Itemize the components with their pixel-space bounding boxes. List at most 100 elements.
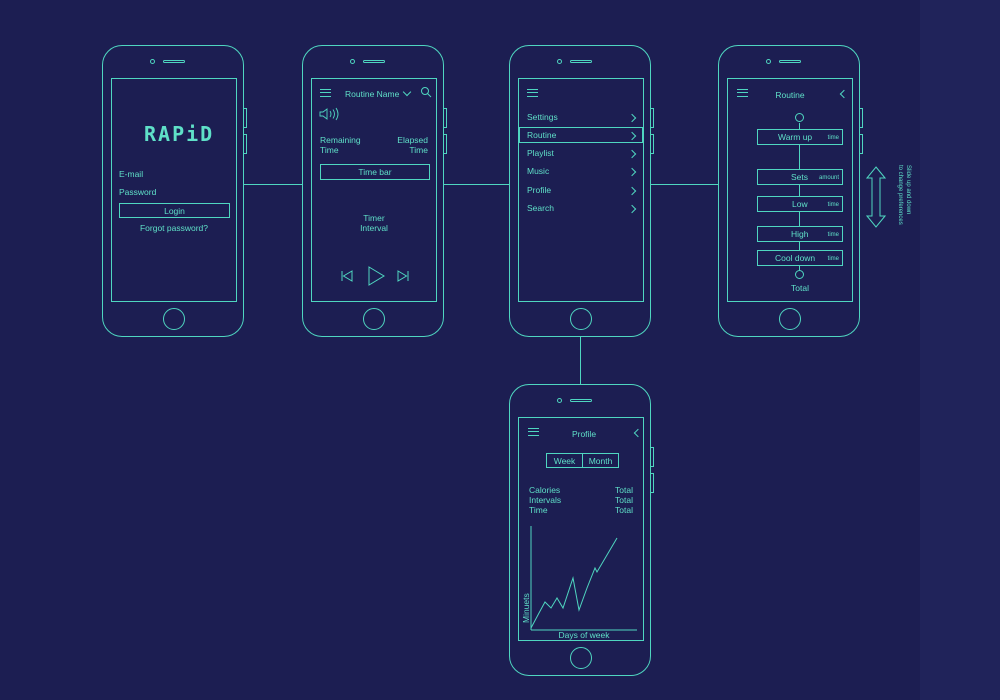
speaker [779, 60, 801, 63]
menu-item-playlist[interactable]: Playlist [519, 146, 643, 162]
menu-item-label: Music [527, 166, 550, 176]
email-field[interactable]: E-mail [119, 169, 144, 179]
menu-item-label: Routine [527, 130, 557, 140]
search-icon[interactable] [420, 86, 432, 98]
speaker [163, 60, 185, 63]
menu-item-label: Playlist [527, 148, 554, 158]
menu-item-label: Settings [527, 112, 558, 122]
step-warm-up[interactable]: Warm up time [757, 129, 843, 145]
app-logo: RAPiD [144, 122, 215, 146]
step-sets[interactable]: Sets amount [757, 169, 843, 185]
home-button [570, 647, 592, 669]
home-button [163, 308, 185, 330]
step-label: Warm up [778, 132, 813, 142]
phone-profile: Profile Week Month Calories Total Interv… [509, 384, 654, 676]
speaker-volume-icon[interactable] [319, 107, 341, 121]
time-bar[interactable]: Time bar [320, 164, 430, 180]
hamburger-menu-icon[interactable] [528, 428, 539, 436]
timer-line-1: Timer [363, 213, 385, 223]
tab-month[interactable]: Month [582, 453, 619, 468]
slide-hint: Slide up and down to change preferences [888, 165, 912, 237]
chevron-down-icon[interactable] [402, 87, 412, 97]
camera [557, 398, 562, 403]
routine-name-title[interactable]: Routine Name [345, 89, 400, 99]
menu-item-search[interactable]: Search [519, 201, 643, 217]
play-icon[interactable] [366, 265, 386, 287]
routine-total: Total [791, 283, 809, 293]
tab-month-label: Month [588, 456, 613, 466]
menu-item-label: Profile [527, 185, 552, 195]
remaining-line-2: Time [320, 145, 339, 155]
chevron-right-icon [627, 167, 637, 177]
login-screen: RAPiD E-mail Password Login Forgot passw… [111, 78, 237, 302]
remaining-line-1: Remaining [320, 135, 361, 145]
elapsed-time-label: Elapsed Time [397, 135, 428, 155]
profile-screen: Profile Week Month Calories Total Interv… [518, 417, 644, 641]
timer-interval-label: Timer Interval [312, 213, 436, 233]
stat-intervals-value: Total [615, 495, 633, 505]
forgot-password-link[interactable]: Forgot password? [139, 223, 209, 233]
step-tag: time [827, 135, 839, 141]
player-screen: Routine Name Remaining Time Elapsed Time [311, 78, 437, 302]
remaining-time-label: Remaining Time [320, 135, 361, 155]
step-low[interactable]: Low time [757, 196, 843, 212]
connector-login-player [244, 184, 303, 185]
step-tag: time [827, 202, 839, 208]
step-label: Cool down [775, 253, 816, 263]
menu-item-routine[interactable]: Routine [519, 127, 643, 143]
chevron-right-icon [627, 131, 637, 141]
elapsed-line-1: Elapsed [397, 135, 428, 145]
minutes-chart [530, 526, 637, 631]
timeline-end-node [795, 270, 804, 279]
step-tag: time [827, 232, 839, 238]
skip-previous-icon[interactable] [340, 269, 354, 283]
timer-line-2: Interval [360, 223, 388, 233]
hamburger-menu-icon[interactable] [320, 89, 331, 97]
skip-next-icon[interactable] [396, 269, 410, 283]
slide-hint-line-1: Slide up and down [905, 165, 911, 215]
phone-routine: Routine Warm up time Sets amount Low tim… [718, 45, 863, 337]
side-button [444, 134, 447, 154]
hamburger-menu-icon[interactable] [737, 89, 748, 97]
side-button [244, 108, 247, 128]
routine-screen: Routine Warm up time Sets amount Low tim… [727, 78, 853, 302]
camera [557, 59, 562, 64]
time-bar-label: Time bar [358, 167, 392, 177]
menu-item-settings[interactable]: Settings [519, 109, 643, 125]
hamburger-menu-icon[interactable] [527, 89, 538, 97]
profile-title: Profile [571, 429, 597, 439]
tab-week[interactable]: Week [546, 453, 583, 468]
x-axis-label: Days of week [558, 630, 610, 640]
stat-intervals: Intervals [529, 495, 562, 505]
menu-screen: Settings Routine Playlist Music Profile … [518, 78, 644, 302]
side-button [860, 108, 863, 128]
timeline-start-node [795, 113, 804, 122]
phone-menu: Settings Routine Playlist Music Profile … [509, 45, 654, 337]
side-button [444, 108, 447, 128]
password-field[interactable]: Password [119, 187, 157, 197]
menu-item-music[interactable]: Music [519, 164, 643, 180]
menu-item-profile[interactable]: Profile [519, 183, 643, 199]
minutes-line [530, 537, 618, 629]
background-edge-panel [920, 0, 1000, 700]
step-cool-down[interactable]: Cool down time [757, 250, 843, 266]
step-tag: amount [818, 175, 839, 181]
side-button [651, 447, 654, 467]
side-button [651, 108, 654, 128]
up-down-arrow-icon [866, 166, 886, 228]
slide-hint-line-2: to change preferences [897, 165, 903, 225]
home-button [363, 308, 385, 330]
phone-player: Routine Name Remaining Time Elapsed Time [302, 45, 447, 337]
login-button[interactable]: Login [119, 203, 230, 218]
y-axis-label: Minuets [521, 593, 531, 623]
side-button [651, 473, 654, 493]
chevron-right-icon [627, 186, 637, 196]
speaker [570, 60, 592, 63]
step-high[interactable]: High time [757, 226, 843, 242]
routine-title: Routine [775, 90, 805, 100]
chevron-right-icon [627, 204, 637, 214]
home-button [570, 308, 592, 330]
elapsed-line-2: Time [409, 145, 428, 155]
step-label: Low [792, 199, 808, 209]
